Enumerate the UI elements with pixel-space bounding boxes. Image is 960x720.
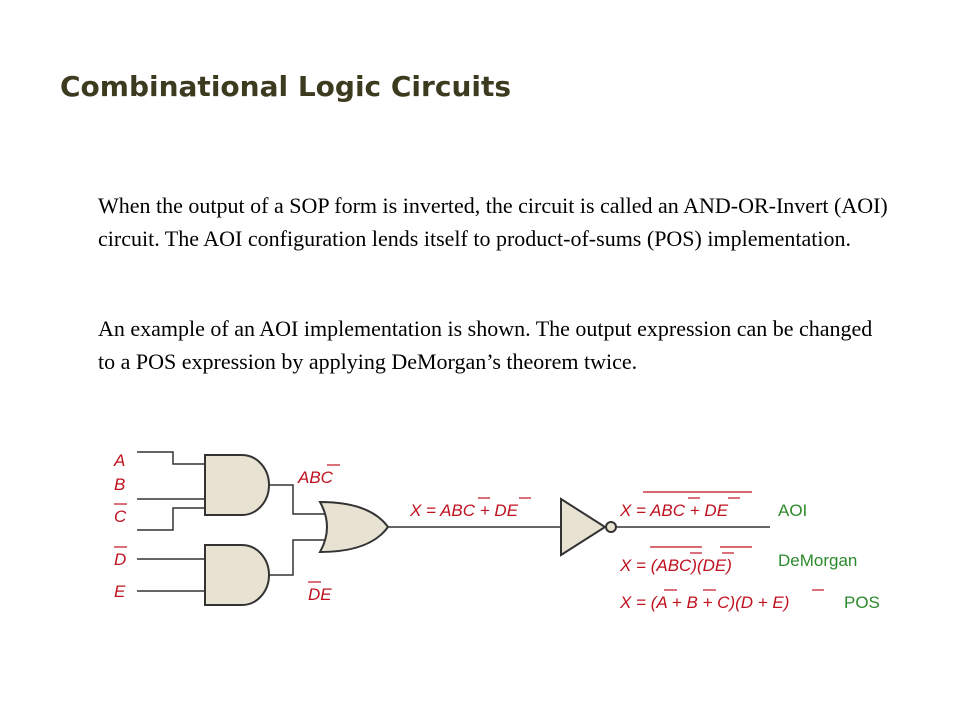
wire-a: [137, 451, 205, 465]
expression-aoi: X = ABC + DE: [619, 501, 729, 520]
tag-aoi: AOI: [778, 501, 807, 520]
paragraph-aoi-example: An example of an AOI implementation is s…: [98, 316, 873, 374]
and-gate-abc: [204, 454, 270, 516]
label-de: DE: [308, 585, 332, 604]
or-gate: [318, 500, 390, 554]
label-or-output: X = ABC + DE: [409, 501, 519, 520]
wire-abc: [269, 484, 330, 515]
expression-demorgan: X = (ABC)(DE): [619, 556, 732, 575]
input-label-b: B: [114, 475, 125, 494]
inverter-bubble: [605, 521, 617, 533]
wire-de: [269, 539, 330, 576]
input-label-e: E: [114, 582, 126, 601]
wire-c: [137, 507, 205, 531]
inverter-gate: [560, 497, 607, 557]
expression-pos: X = (A + B + C)(D + E): [619, 593, 789, 612]
input-label-a: A: [113, 451, 125, 470]
tag-demorgan: DeMorgan: [778, 551, 857, 570]
paragraph-aoi-definition: When the output of a SOP form is inverte…: [98, 193, 888, 251]
slide-title: Combinational Logic Circuits: [60, 70, 512, 103]
tag-pos: POS: [844, 593, 880, 612]
and-gate-de: [204, 544, 270, 606]
input-label-d: D: [114, 550, 126, 569]
label-abc: ABC: [297, 468, 334, 487]
input-label-c: C: [114, 507, 127, 526]
